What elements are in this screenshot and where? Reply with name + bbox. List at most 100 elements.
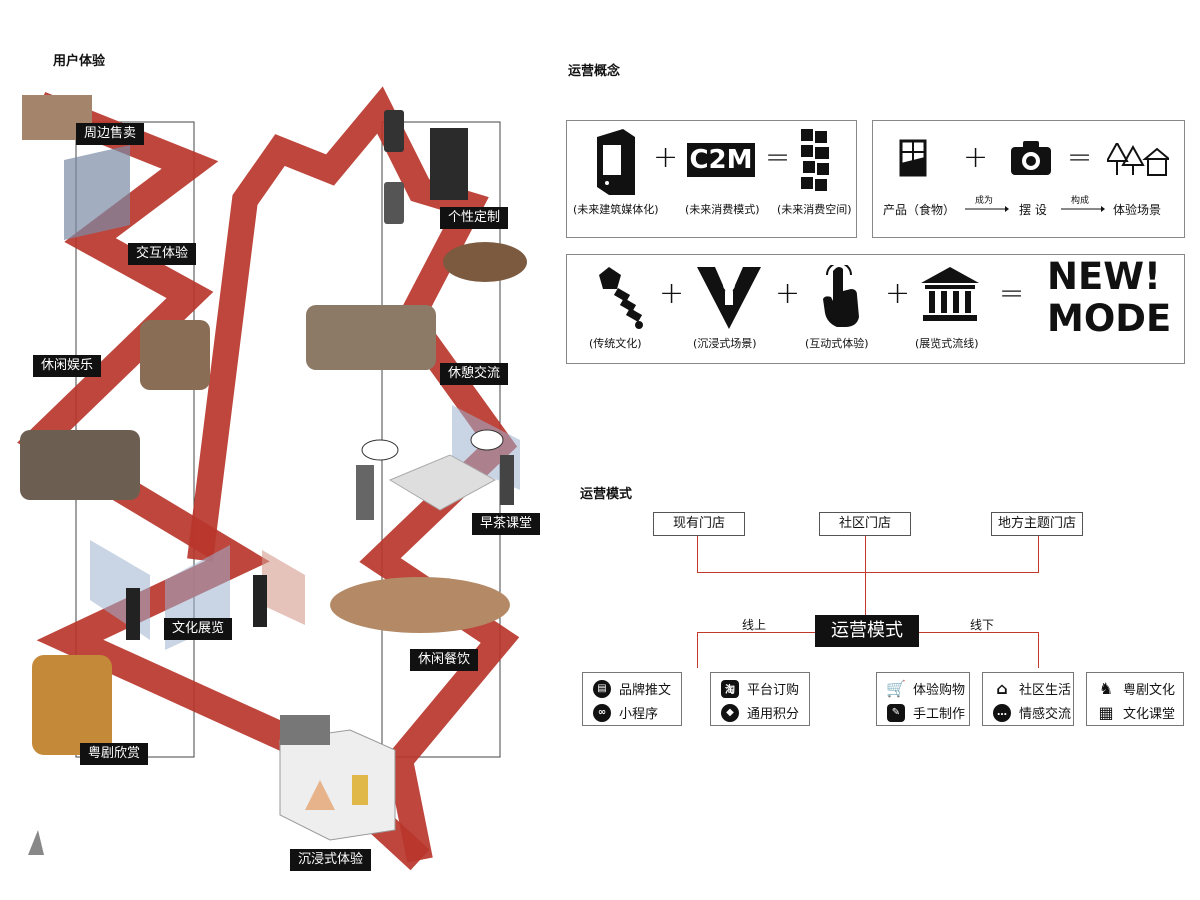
- plus-sign: +: [885, 276, 911, 311]
- houses-icon: ⌂: [996, 679, 1008, 698]
- item-label: 平台订购: [747, 683, 800, 698]
- label-interactive-experience-concept: (互动式体验): [805, 337, 869, 350]
- connector-line: [697, 535, 698, 573]
- item-label: 粤剧文化: [1123, 683, 1176, 698]
- label-exhibition-flow: (展览式流线): [915, 337, 979, 350]
- plus-sign: +: [963, 140, 989, 175]
- user-experience-title: 用户体验: [53, 54, 106, 69]
- glass-panel: [262, 550, 305, 625]
- chat-icon: …: [993, 703, 1011, 722]
- performer-icon: ♞: [1098, 679, 1114, 698]
- traditional-culture-icon: [599, 267, 643, 329]
- immersive-room-image: [279, 729, 396, 841]
- equals-sign: =: [1067, 140, 1093, 175]
- item-opera-culture: ♞ 粤剧文化: [1097, 679, 1175, 698]
- group-offline-culture: ♞ 粤剧文化 ▦文化课堂: [1086, 672, 1184, 726]
- experience-ribbon-graphic: [17, 86, 527, 871]
- miniapp-icon: ∞: [593, 703, 611, 722]
- item-platform-order: 淘平台订购: [721, 679, 799, 698]
- plus-sign: +: [775, 276, 801, 311]
- item-label: 手工制作: [913, 707, 966, 722]
- concept-box-scene: + = 产品（食物） 成为 摆 设 构成 体验场景: [872, 120, 1185, 238]
- store-community: 社区门店: [819, 512, 911, 536]
- label-arrangement: 摆 设: [1019, 203, 1047, 217]
- speech-bubble-icon: [470, 429, 504, 451]
- offline-label: 线下: [970, 618, 995, 632]
- label-customization: 个性定制: [440, 207, 509, 229]
- pyramid-prop: [305, 780, 335, 810]
- connector-line: [1038, 535, 1039, 573]
- new-mode-text-line2: MODE: [1047, 297, 1172, 340]
- classroom-icon: ▦: [1098, 703, 1114, 722]
- opera-performer-image: [32, 655, 112, 755]
- group-offline-shopping: 🛒 体验购物 ✎ 手工制作: [876, 672, 970, 726]
- item-label: 社区生活: [1019, 683, 1072, 698]
- plus-sign: +: [659, 276, 685, 311]
- craft-icon: ✎: [887, 703, 905, 722]
- phone-image: [384, 110, 404, 152]
- online-label: 线上: [742, 618, 767, 632]
- label-future-building-media: (未来建筑媒体化): [573, 203, 659, 216]
- person-figure: [126, 588, 140, 640]
- label-opera: 粤剧欣赏: [80, 743, 149, 765]
- kiosk-image: [430, 128, 468, 200]
- elders-playing-chess-image: [20, 430, 140, 500]
- label-leisure-entertainment: 休闲娱乐: [33, 355, 102, 377]
- item-experience-shopping: 🛒 体验购物: [886, 679, 966, 698]
- camera-icon: [1011, 141, 1051, 175]
- store-existing: 现有门店: [653, 512, 745, 536]
- phone-image: [384, 182, 404, 224]
- touch-hand-icon: [823, 265, 859, 327]
- equals-sign: =: [999, 276, 1025, 311]
- label-tea-class: 早茶课堂: [472, 513, 541, 535]
- label-future-consumption-mode: (未来消费模式): [685, 203, 760, 216]
- item-culture-class: ▦文化课堂: [1097, 703, 1175, 722]
- arrow-right-icon: [965, 206, 1009, 212]
- plus-sign: +: [653, 140, 679, 175]
- arrow-text-compose: 构成: [1071, 196, 1090, 206]
- elder-with-birdcage-image: [140, 320, 210, 390]
- store-local-theme: 地方主题门店: [991, 512, 1083, 536]
- equals-sign: =: [765, 140, 791, 175]
- connector-line: [697, 632, 817, 633]
- label-surrounding-sales: 周边售卖: [76, 123, 145, 145]
- chocolate-bar-icon: [899, 139, 927, 177]
- cylinder-prop: [352, 775, 368, 805]
- label-experience-scene: 体验场景: [1113, 203, 1162, 217]
- concept-box-new-mode: + + + = NEW! MODE (传统文化) (沉浸式场景) (互动式体验)…: [566, 254, 1185, 364]
- group-online-brand: ▤品牌推文 ∞ 小程序: [582, 672, 682, 726]
- logo-mark: [28, 830, 44, 855]
- concept-box-c2m: + C2M = (未来建筑媒体化) (未来消费模式) (未来消费空间): [566, 120, 857, 238]
- tea-set-image: [443, 242, 527, 282]
- immersive-scene-icon: [697, 267, 761, 329]
- item-brand-post: ▤品牌推文: [593, 679, 671, 698]
- connector-line: [697, 632, 698, 668]
- arrow-text-become: 成为: [975, 196, 994, 206]
- connector-line: [865, 535, 866, 615]
- label-leisure-dining: 休闲餐饮: [410, 649, 479, 671]
- speech-bubble-icon: [361, 439, 399, 461]
- cart-icon: 🛒: [886, 679, 906, 698]
- group-online-platform: 淘平台订购 ◆通用积分: [710, 672, 810, 726]
- person-figure: [253, 575, 267, 627]
- red-ribbon-right: [187, 86, 520, 863]
- operation-mode-center: 运营模式: [815, 615, 919, 647]
- new-mode-text-line1: NEW!: [1047, 255, 1161, 298]
- taobao-icon: 淘: [721, 679, 739, 698]
- label-culture-exhibit: 文化展览: [164, 618, 233, 640]
- dim-sum-image: [330, 577, 510, 633]
- c2m-badge: C2M: [687, 143, 755, 177]
- doc-icon: ▤: [593, 679, 611, 698]
- arrow-right-icon: [1061, 206, 1105, 212]
- item-community-life: ⌂ 社区生活: [993, 679, 1071, 698]
- screen-panel: [64, 145, 130, 240]
- tag-icon: ◆: [721, 703, 739, 722]
- item-label: 体验购物: [913, 683, 966, 698]
- item-handcraft: ✎ 手工制作: [887, 703, 965, 722]
- item-label: 小程序: [619, 707, 659, 722]
- stacked-blocks-icon: [801, 129, 829, 191]
- label-interactive-experience: 交互体验: [128, 243, 197, 265]
- person-figure: [356, 465, 374, 520]
- elders-chatting-image: [306, 305, 436, 370]
- tea-class-table-image: [388, 454, 497, 511]
